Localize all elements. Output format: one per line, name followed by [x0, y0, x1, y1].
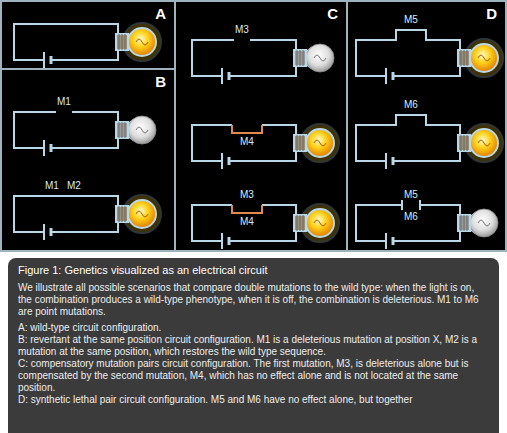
- mutation-label: M5: [404, 14, 418, 26]
- mutation-label: M3: [240, 189, 254, 201]
- mutation-label: M1: [45, 180, 59, 192]
- mutation-label: M3: [235, 24, 249, 36]
- caption-text: C: compensatory mutation pairs circuit c…: [18, 358, 489, 394]
- circuit-illustration: [0, 0, 507, 252]
- panel-letter: C: [327, 5, 338, 22]
- caption-text: B: revertant at the same position circui…: [18, 334, 489, 358]
- mutation-label: M4: [240, 136, 254, 148]
- panel-letter: A: [155, 5, 166, 22]
- mutation-label: M2: [67, 180, 81, 192]
- caption-box: Figure 1: Genetics visualized as an elec…: [8, 258, 499, 433]
- panel-letter: B: [155, 73, 166, 90]
- caption-text: D: synthetic lethal pair circuit configu…: [18, 394, 489, 406]
- circuit-panel: B: [0, 68, 176, 252]
- circuit-panel: A: [0, 0, 176, 70]
- circuit-panel: D: [346, 0, 507, 252]
- mutation-label: M4: [240, 216, 254, 228]
- caption-text: We illustrate all possible scenarios tha…: [18, 282, 489, 318]
- caption-text: A: wild-type circuit configuration.: [18, 322, 489, 334]
- mutation-label: M6: [404, 99, 418, 111]
- mutation-label: M1: [57, 96, 71, 108]
- mutation-label: M6: [404, 211, 418, 223]
- mutation-label: M5: [404, 189, 418, 201]
- caption-title: Figure 1: Genetics visualized as an elec…: [18, 264, 489, 277]
- circuit-panel: C: [174, 0, 348, 252]
- panel-letter: D: [486, 5, 497, 22]
